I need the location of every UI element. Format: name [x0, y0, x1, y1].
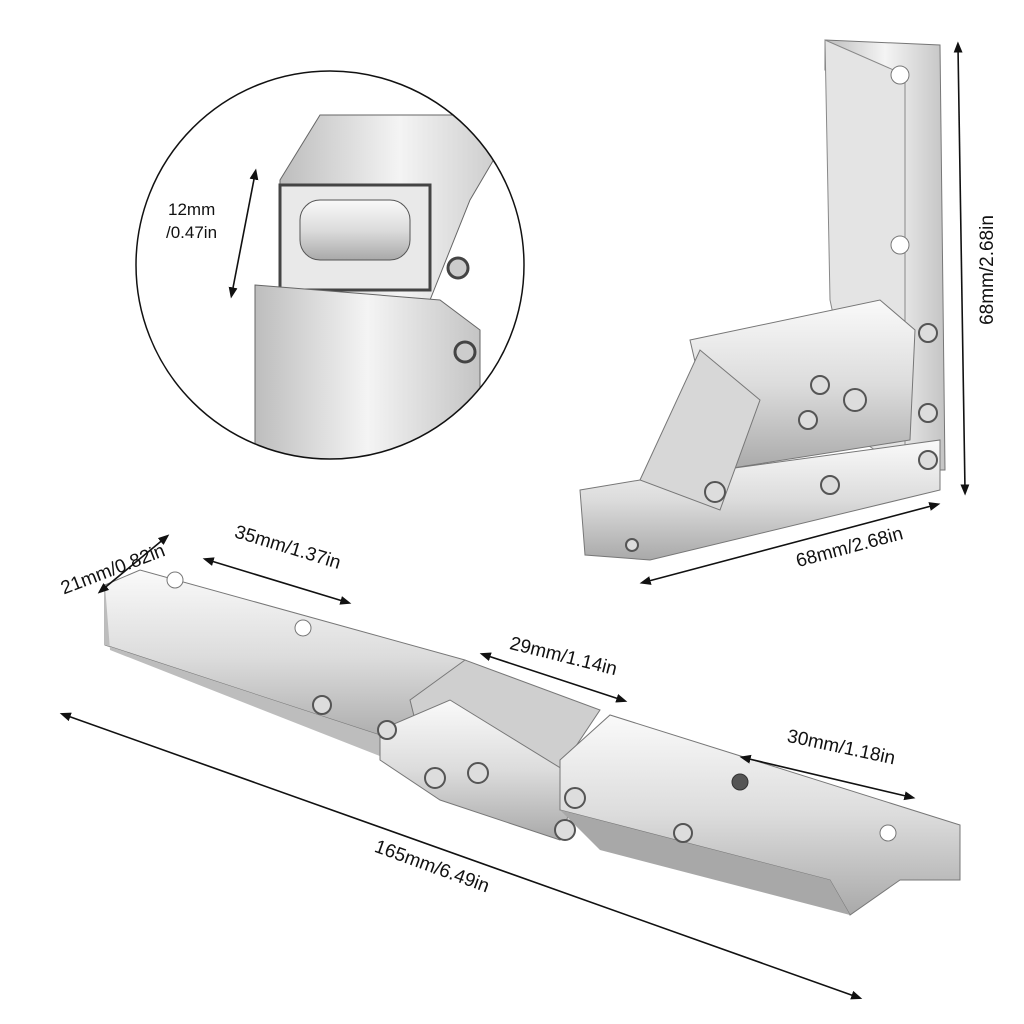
label-first-hole: 35mm/1.37in: [232, 522, 343, 574]
dim-line-folded-height: [953, 41, 970, 496]
label-detail-height-in: /0.47in: [166, 223, 217, 242]
label-hinge-section: 29mm/1.14in: [507, 633, 619, 680]
label-folded-height: 68mm/2.68in: [977, 215, 998, 325]
dim-line-hinge-section: [479, 652, 628, 703]
label-end-hole: 30mm/1.18in: [785, 726, 897, 769]
label-detail-height-mm: 12mm: [168, 200, 215, 219]
folded-bracket-image: [579, 39, 946, 561]
dim-line-detail-height: [228, 168, 259, 299]
detail-inset: [135, 70, 525, 460]
dim-line-bar-width: [97, 534, 170, 594]
label-folded-width: 68mm/2.68in: [794, 523, 906, 572]
dim-line-total-length: [59, 712, 863, 1000]
dim-line-first-hole: [202, 557, 352, 605]
dim-line-folded-width: [639, 502, 941, 585]
